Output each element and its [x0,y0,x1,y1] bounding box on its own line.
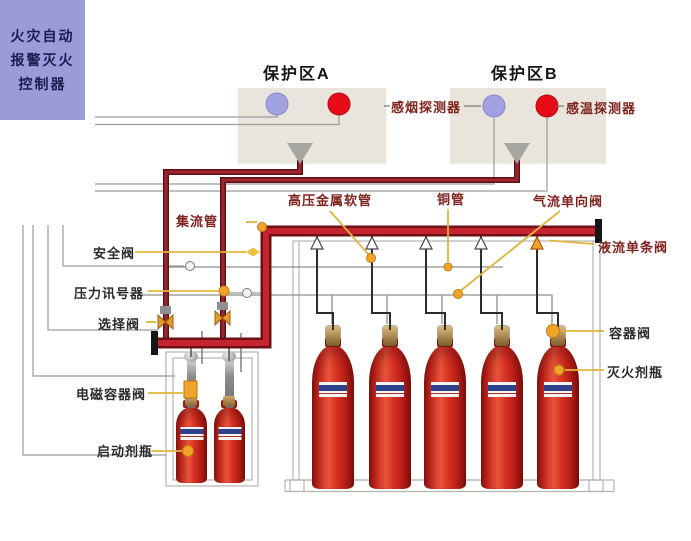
bottle-label-band [376,382,404,397]
controller-label-line1: 火灾自动 [10,28,75,44]
liquid-check-valve-icon [530,235,544,250]
container-valve-1 [326,326,340,346]
safety-valve-icon [246,247,260,257]
label-agent-bottle: 灭火剂瓶 [607,365,664,380]
label-smoke-detector: 感烟探测器 [391,100,462,115]
bottle-label-band [488,382,516,397]
container-valve-3 [438,326,452,346]
agent-bottle-4 [481,345,523,489]
zone-b-title: 保护区B [491,66,559,83]
label-gas-check-valve: 气流单向阀 [533,194,604,209]
bottle-label-band [180,427,203,440]
container-valve-5 [551,326,565,346]
label-manifold: 集流管 [176,214,219,229]
zone-b-pipe [220,160,520,341]
fire-alarm-controller-box: 火灾自动 报警灭火 控制器 [0,0,85,120]
gas-check-valve-marker [453,289,463,299]
agent-bottle-2 [369,345,411,489]
label-copper-pipe: 铜管 [437,192,466,207]
bottle-label-band [431,382,459,397]
manifold-end-cap [151,331,158,355]
manifold-pipe [156,225,600,349]
zone-a-title: 保护区A [263,66,331,83]
agent-bottle-5 [537,345,579,489]
label-solenoid-container-valve: 电磁容器阀 [76,387,147,402]
controller-label-line3: 控制器 [18,76,67,92]
label-liquid-check-valve: 液流单条阀 [598,240,669,255]
manifold-marker [257,222,267,232]
bottle-label-band [218,427,241,440]
label-starter-bottle: 启动剂瓶 [97,444,154,459]
agent-bottle-1 [312,345,354,489]
valve-fitting [185,396,197,406]
starter-bottle-1 [176,407,207,483]
pressure-signal-marker [218,285,230,297]
pressure-gauge-icon [185,261,195,271]
starter-bottle-2 [214,407,245,483]
label-selector-valve: 选择阀 [98,317,141,332]
label-container-valve: 容器阀 [609,326,652,341]
check-valve-icons [310,235,544,250]
hose-marker [366,253,376,263]
valve-knob [184,351,198,362]
selector-valve-icons [157,302,231,331]
bottle-hoses [316,236,559,330]
container-valve-2 [383,326,397,346]
bottle-label-band [544,382,572,397]
bottle-label-band [319,382,347,397]
container-valve-4 [495,326,509,346]
label-safety-valve: 安全阀 [93,246,136,261]
zone-a-pipe [163,160,303,341]
copper-pipe-marker [443,262,453,272]
label-pressure-signal: 压力讯号器 [74,286,145,301]
label-high-pressure-hose: 高压金属软管 [288,193,373,208]
valve-fitting [223,396,235,406]
agent-bottle-3 [424,345,466,489]
valve-knob [222,351,236,362]
protection-zone-a-box [238,88,386,163]
label-heat-detector: 感温探测器 [566,101,637,116]
pressure-gauge-icon [242,288,252,298]
controller-label-line2: 报警灭火 [10,52,75,68]
